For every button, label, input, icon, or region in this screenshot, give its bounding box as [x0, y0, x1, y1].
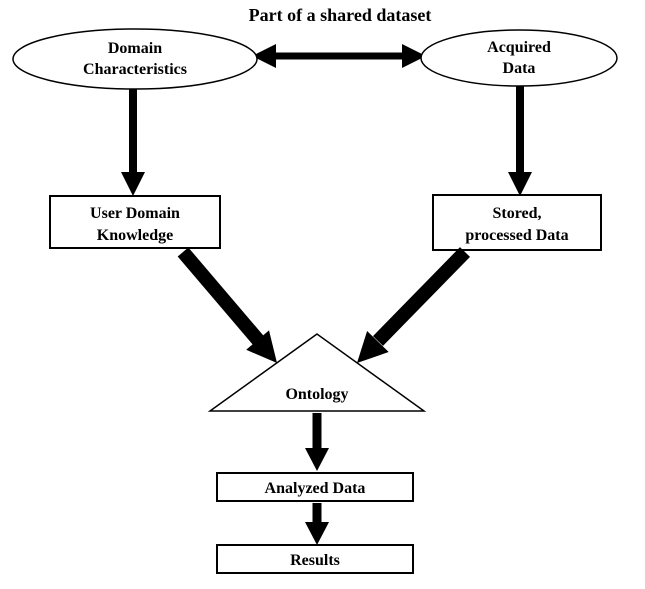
acquired-data-label-line2: Data — [503, 60, 536, 77]
domain-characteristics-label-line2: Characteristics — [83, 61, 187, 78]
node-results: Results — [216, 544, 414, 574]
stored-processed-data-label-line1: Stored, — [492, 205, 541, 222]
node-user-domain-knowledge: User Domain Knowledge — [49, 195, 221, 249]
edge-stored-to-ontology — [357, 247, 471, 363]
user-domain-knowledge-label-line2: Knowledge — [97, 227, 173, 244]
node-analyzed-data: Analyzed Data — [216, 472, 414, 502]
node-ontology: Ontology — [207, 333, 427, 412]
stored-processed-data-box — [432, 194, 602, 251]
edge-analyzed-to-results — [305, 503, 329, 545]
node-domain-characteristics: Domain Characteristics — [12, 28, 258, 90]
results-box — [216, 544, 414, 574]
edge-analyzed-to-results-head-icon — [305, 522, 329, 545]
edge-domain-to-knowledge-head-icon — [121, 172, 145, 196]
edge-acquired-to-stored-head-icon — [508, 172, 532, 196]
edge-domain-to-knowledge — [121, 88, 145, 196]
stored-processed-data-label-line2: processed Data — [465, 227, 568, 244]
edge-stored-to-ontology-shaft — [372, 247, 471, 346]
acquired-data-label-line1: Acquired — [487, 39, 551, 56]
acquired-data-ellipse — [420, 29, 618, 87]
edge-knowledge-to-ontology — [177, 247, 277, 363]
ontology-label: Ontology — [285, 386, 348, 403]
edge-knowledge-to-ontology-shaft — [177, 247, 264, 345]
edge-acquired-to-stored — [508, 86, 532, 196]
edge-ontology-to-analyzed — [305, 413, 329, 471]
analyzed-data-label: Analyzed Data — [265, 480, 366, 497]
node-acquired-data: Acquired Data — [420, 29, 618, 87]
ontology-triangle — [207, 333, 427, 412]
node-stored-processed-data: Stored, processed Data — [432, 194, 602, 251]
domain-characteristics-ellipse — [12, 28, 258, 90]
edge-ontology-to-analyzed-head-icon — [305, 448, 329, 471]
edge-domain-acquired — [252, 44, 426, 68]
edge-domain-acquired-lefthead-icon — [252, 44, 276, 68]
analyzed-data-box — [216, 472, 414, 502]
edge-knowledge-to-ontology-head-icon — [246, 330, 277, 363]
diagram-title: Part of a shared dataset — [249, 5, 432, 25]
user-domain-knowledge-box — [49, 195, 221, 249]
edge-stored-to-ontology-head-icon — [357, 331, 389, 363]
domain-characteristics-label-line1: Domain — [108, 40, 162, 57]
results-label: Results — [290, 552, 340, 569]
user-domain-knowledge-label-line1: User Domain — [90, 205, 180, 222]
edge-domain-acquired-righthead-icon — [402, 44, 426, 68]
